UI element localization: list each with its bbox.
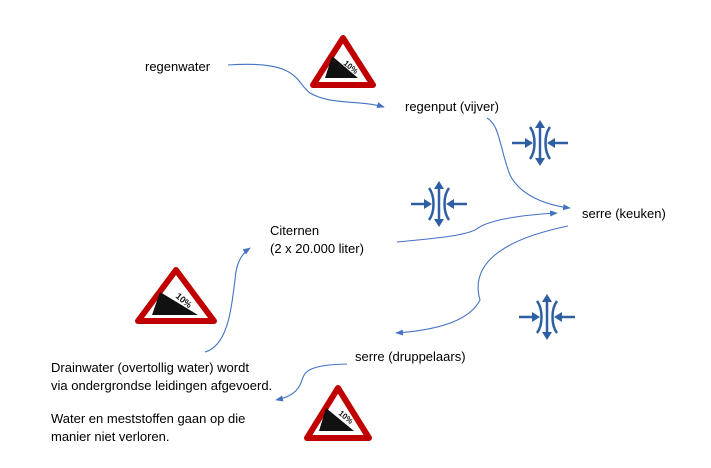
label-drainwater-line2: via ondergrondse leidingen afgevoerd.: [51, 378, 273, 393]
slope-warning-sign-icon: 10%: [304, 385, 372, 441]
water-exchange-arrows-icon: [512, 120, 568, 166]
label-drainwater-line1: Drainwater (overtollig water) wordt: [51, 360, 249, 375]
label-regenput: regenput (vijver): [405, 99, 499, 114]
label-water-line1: Water en meststoffen gaan op die: [51, 411, 246, 426]
water-exchange-arrows-icon: [411, 181, 467, 227]
connector-druppelaars-to-drain: [275, 363, 348, 402]
connector-citernen-to-serre-keuken: [396, 210, 558, 243]
label-drainwater: Drainwater (overtollig water) wordt via …: [51, 359, 272, 395]
slope-warning-sign-icon: 10%: [135, 267, 217, 324]
connector-drain-to-citernen: [204, 247, 251, 353]
label-citernen-line1: Citernen: [270, 223, 320, 238]
label-regenwater: regenwater: [145, 59, 211, 74]
label-citernen-line2: (2 x 20.000 liter): [270, 241, 364, 256]
slope-warning-sign-icon: 10%: [310, 35, 376, 88]
label-serre-druppelaars: serre (druppelaars): [355, 349, 466, 364]
label-water-meststoffen: Water en meststoffen gaan op die manier …: [51, 410, 245, 446]
connector-regenput-to-serre-keuken: [486, 117, 571, 211]
connector-regenwater-to-regenput: [227, 63, 385, 109]
label-citernen: Citernen (2 x 20.000 liter): [270, 222, 364, 258]
label-water-line2: manier niet verloren.: [51, 429, 170, 444]
label-serre-keuken: serre (keuken): [582, 206, 666, 221]
water-exchange-arrows-icon: [519, 294, 575, 340]
connector-serre-keuken-to-druppelaars: [395, 225, 569, 336]
